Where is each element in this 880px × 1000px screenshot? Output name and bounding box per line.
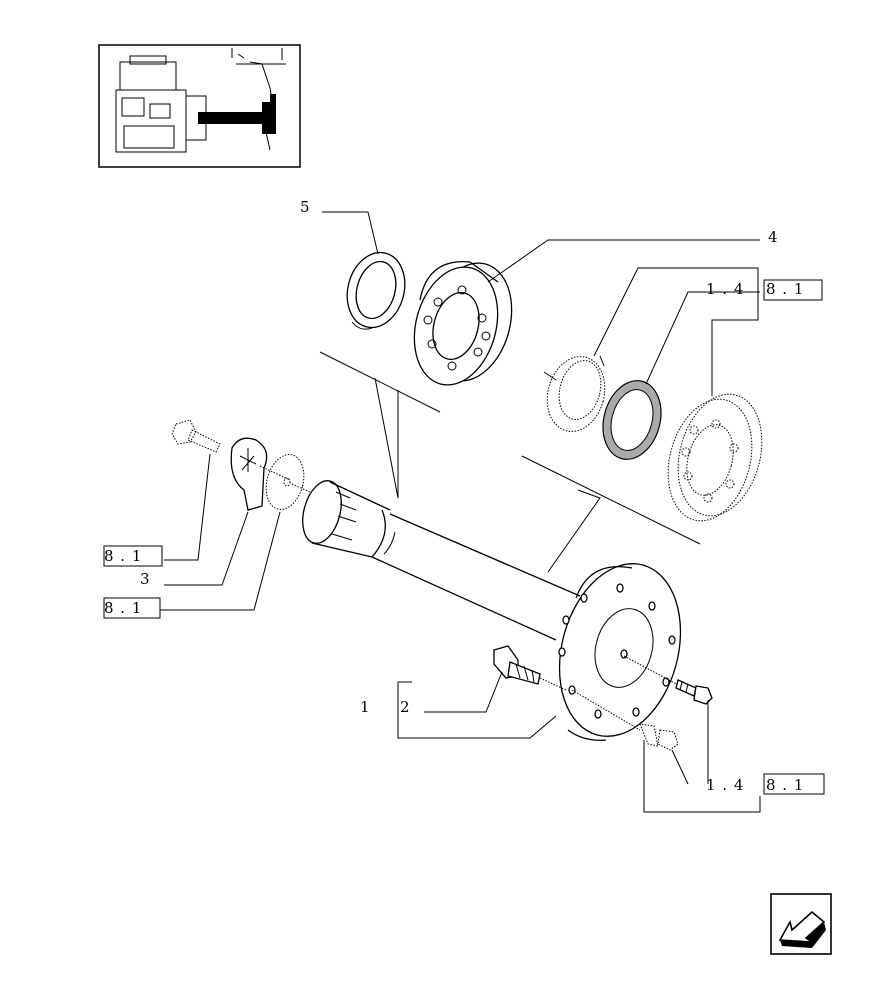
svg-text:1 . 4: 1 . 4	[706, 776, 744, 794]
seal-ring	[346, 251, 406, 330]
svg-text:1 . 4: 1 . 4	[706, 280, 744, 298]
wheel-stud	[493, 645, 567, 691]
svg-text:8 . 1: 8 . 1	[766, 280, 804, 298]
svg-text:8 . 1: 8 . 1	[766, 776, 804, 794]
callout-3: 3	[140, 570, 150, 588]
back-arrow-icon[interactable]	[770, 893, 832, 955]
ref-box-top-right[interactable]: 1 . 4 8 . 1	[706, 279, 823, 301]
thrust-washer	[265, 454, 311, 510]
leader-lines	[160, 211, 761, 813]
outer-bearing	[667, 393, 763, 522]
section-guide-lines	[319, 351, 701, 573]
ball-bearing	[413, 261, 513, 386]
ref-box-bottom-right[interactable]: 1 . 4 8 . 1	[706, 773, 825, 795]
flange-bolt-and-nut	[571, 655, 713, 751]
assembly-locator-thumbnail[interactable]	[98, 44, 301, 168]
grey-seal-ring	[602, 380, 662, 460]
lock-plate	[230, 437, 291, 511]
callout-2: 2	[400, 698, 410, 716]
ref-box-left-lower[interactable]: 8 . 1	[103, 597, 161, 619]
callout-4: 4	[768, 228, 778, 246]
callout-5: 5	[300, 198, 310, 216]
ref-box-left-upper[interactable]: 8 . 1	[103, 545, 163, 567]
split-ring	[543, 355, 606, 432]
hub-bolt	[171, 419, 221, 453]
callouts: 1 2 3 4 5	[140, 198, 778, 716]
svg-text:8 . 1: 8 . 1	[104, 599, 142, 617]
axle-shaft	[302, 480, 682, 741]
callout-1: 1	[360, 698, 370, 716]
svg-text:8 . 1: 8 . 1	[104, 547, 142, 565]
